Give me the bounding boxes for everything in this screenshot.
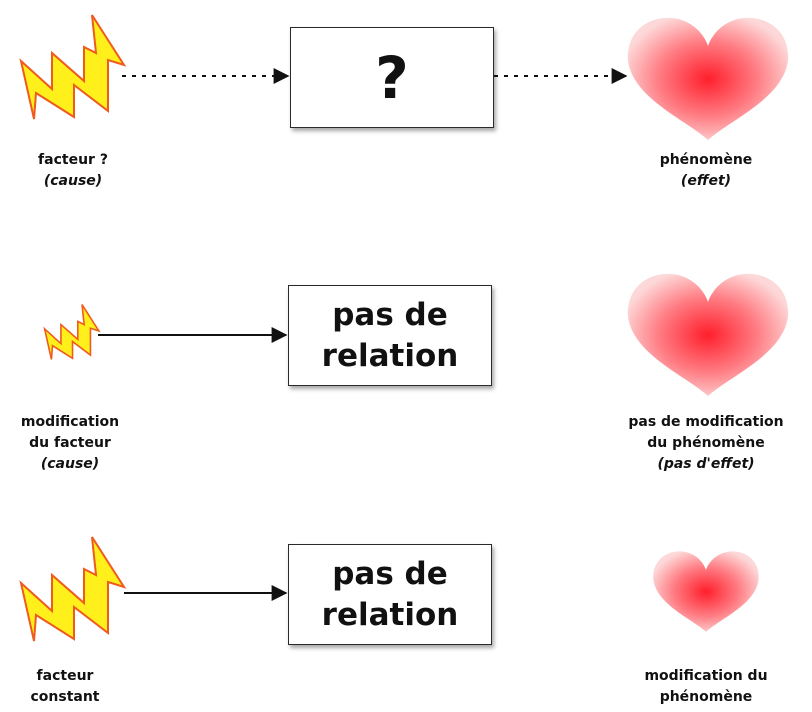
cause-caption: facteur constant <box>10 666 120 708</box>
caption-line: facteur <box>36 668 94 684</box>
cause-caption: modification du facteur (cause) <box>0 412 140 475</box>
caption-italic: (effet) <box>680 173 732 189</box>
dotted-arrow-effect <box>494 68 628 84</box>
lightning-bolt-icon <box>43 304 101 360</box>
solid-arrow <box>124 585 288 601</box>
solid-arrow <box>98 327 288 343</box>
cause-caption: facteur ? (cause) <box>18 150 128 192</box>
caption-italic: (pas d'effet) <box>657 456 755 472</box>
effect-caption: modification du phénomène <box>612 666 800 708</box>
caption-line: constant <box>30 689 100 705</box>
caption-italic: (cause) <box>43 173 103 189</box>
box-text-line: pas de <box>332 555 448 592</box>
caption-line: du facteur <box>29 435 111 451</box>
caption-line: phénomène <box>659 152 753 168</box>
caption-line: modification <box>20 414 120 430</box>
caption-line: du phénomène <box>647 435 765 451</box>
no-relation-box: pas de relation <box>288 285 492 386</box>
caption-line: pas de modification <box>628 414 784 430</box>
effect-caption: pas de modification du phénomène (pas d'… <box>612 412 800 475</box>
heart-icon <box>627 17 789 140</box>
caption-line: modification du <box>644 668 768 684</box>
box-text-line: relation <box>321 337 459 374</box>
heart-icon <box>627 273 789 396</box>
box-text-line: relation <box>321 596 459 633</box>
lightning-bolt-icon <box>19 14 127 120</box>
caption-line: phénomène <box>659 689 753 705</box>
caption-line: facteur ? <box>38 152 108 168</box>
heart-icon <box>653 551 759 632</box>
unknown-relation-box: ? <box>290 27 494 128</box>
lightning-bolt-icon <box>19 536 127 642</box>
dotted-arrow-cause <box>122 68 290 84</box>
box-text-line: pas de <box>332 296 448 333</box>
caption-italic: (cause) <box>40 456 100 472</box>
box-text: ? <box>375 43 409 112</box>
effect-caption: phénomène (effet) <box>618 150 794 192</box>
no-relation-box: pas de relation <box>288 544 492 645</box>
